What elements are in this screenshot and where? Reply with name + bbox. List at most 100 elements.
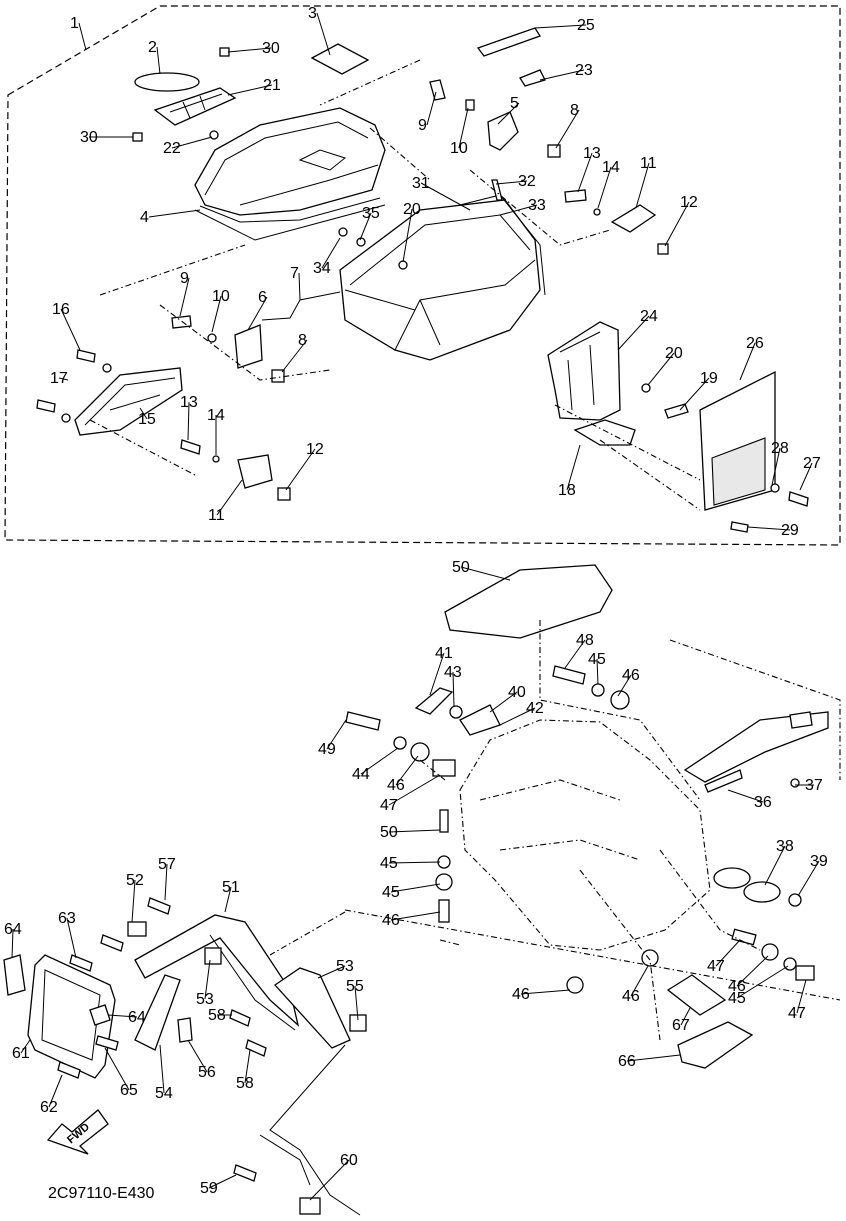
leader-line bbox=[317, 965, 346, 979]
callout-53: 53 bbox=[336, 958, 354, 975]
callout-62: 62 bbox=[40, 1099, 58, 1116]
callout-51: 51 bbox=[222, 879, 240, 896]
callout-2: 2 bbox=[148, 39, 157, 56]
leader-line bbox=[495, 180, 528, 185]
leader-line bbox=[159, 1044, 165, 1094]
callout-26: 26 bbox=[746, 335, 764, 352]
callout-33: 33 bbox=[528, 197, 546, 214]
fwd-arrow-icon: FWD bbox=[46, 1109, 109, 1155]
callout-57: 57 bbox=[158, 856, 176, 873]
leader-line bbox=[395, 755, 419, 786]
leader-line bbox=[171, 136, 213, 149]
leader-line bbox=[539, 69, 585, 81]
callout-30: 30 bbox=[80, 129, 98, 146]
leader-line bbox=[429, 652, 445, 696]
leader-line bbox=[390, 883, 441, 893]
leader-line bbox=[309, 1159, 350, 1201]
callout-37: 37 bbox=[805, 777, 823, 794]
leader-line bbox=[131, 879, 136, 923]
callout-22: 22 bbox=[163, 140, 181, 157]
callout-23: 23 bbox=[575, 62, 593, 79]
callout-46: 46 bbox=[387, 777, 405, 794]
callout-36: 36 bbox=[754, 794, 772, 811]
leader-line bbox=[388, 774, 441, 806]
leader-line bbox=[736, 965, 789, 999]
callout-14: 14 bbox=[602, 159, 620, 176]
leader-line bbox=[298, 272, 301, 301]
callout-11: 11 bbox=[640, 155, 657, 172]
callout-54: 54 bbox=[155, 1085, 173, 1102]
callout-46: 46 bbox=[728, 978, 746, 995]
callout-61: 61 bbox=[12, 1045, 30, 1062]
callout-66: 66 bbox=[618, 1053, 636, 1070]
part-mount-15 bbox=[74, 367, 183, 436]
leader-line bbox=[139, 407, 148, 420]
leader-line bbox=[390, 911, 441, 921]
callout-19: 19 bbox=[700, 370, 718, 387]
callout-48: 48 bbox=[576, 632, 594, 649]
leader-line bbox=[316, 12, 331, 56]
callout-67: 67 bbox=[672, 1017, 690, 1034]
callout-49: 49 bbox=[318, 741, 336, 758]
phantom-case bbox=[459, 719, 711, 951]
leader-line bbox=[281, 339, 308, 373]
kit-boundary bbox=[4, 5, 841, 546]
leader-line bbox=[148, 209, 201, 218]
part-cover-21 bbox=[153, 87, 237, 126]
leader-line bbox=[764, 845, 786, 886]
leader-line bbox=[48, 1074, 63, 1108]
callout-35: 35 bbox=[362, 205, 380, 222]
callout-42: 42 bbox=[526, 700, 544, 717]
leader-line bbox=[534, 24, 587, 29]
leader-line bbox=[596, 658, 599, 685]
callout-9: 9 bbox=[418, 117, 427, 134]
leader-line bbox=[797, 860, 820, 897]
leader-line bbox=[420, 182, 471, 211]
leader-line bbox=[597, 166, 612, 209]
leader-line bbox=[11, 928, 14, 959]
callout-20: 20 bbox=[665, 345, 683, 362]
callout-24: 24 bbox=[640, 308, 658, 325]
callout-46: 46 bbox=[622, 988, 640, 1005]
callout-38: 38 bbox=[776, 838, 794, 855]
callout-63: 63 bbox=[58, 910, 76, 927]
leader-line bbox=[58, 377, 69, 381]
leader-line bbox=[520, 989, 571, 995]
leader-line bbox=[497, 102, 520, 125]
leader-line bbox=[360, 747, 399, 775]
leader-line bbox=[20, 1039, 31, 1054]
callout-6: 6 bbox=[258, 289, 267, 306]
leader-line bbox=[577, 152, 593, 193]
callout-29: 29 bbox=[781, 522, 799, 539]
leader-line bbox=[555, 109, 580, 149]
callout-10: 10 bbox=[450, 140, 468, 157]
leader-line bbox=[104, 1047, 130, 1091]
callout-43: 43 bbox=[444, 664, 462, 681]
part-case-lid bbox=[194, 107, 386, 216]
callout-58: 58 bbox=[208, 1007, 226, 1024]
callout-15: 15 bbox=[138, 411, 156, 428]
leader-line bbox=[426, 91, 437, 126]
callout-18: 18 bbox=[558, 482, 576, 499]
callout-58: 58 bbox=[236, 1075, 254, 1092]
callout-59: 59 bbox=[200, 1180, 218, 1197]
leader-line bbox=[566, 444, 581, 491]
callout-39: 39 bbox=[810, 853, 828, 870]
leader-line bbox=[247, 296, 268, 331]
callout-47: 47 bbox=[707, 958, 725, 975]
callout-46: 46 bbox=[512, 986, 530, 1003]
part-bracket-36 bbox=[683, 711, 829, 783]
callout-25: 25 bbox=[577, 17, 595, 34]
leader-line bbox=[60, 308, 81, 351]
callout-55: 55 bbox=[346, 978, 364, 995]
leader-line bbox=[617, 315, 650, 351]
callout-64: 64 bbox=[4, 921, 22, 938]
leader-line bbox=[489, 691, 518, 713]
callout-50: 50 bbox=[452, 559, 470, 576]
callout-53: 53 bbox=[196, 991, 214, 1008]
leader-line bbox=[727, 789, 764, 803]
leader-line bbox=[227, 47, 272, 53]
callout-10: 10 bbox=[212, 288, 230, 305]
callout-16: 16 bbox=[52, 301, 70, 318]
leader-line bbox=[452, 671, 455, 708]
